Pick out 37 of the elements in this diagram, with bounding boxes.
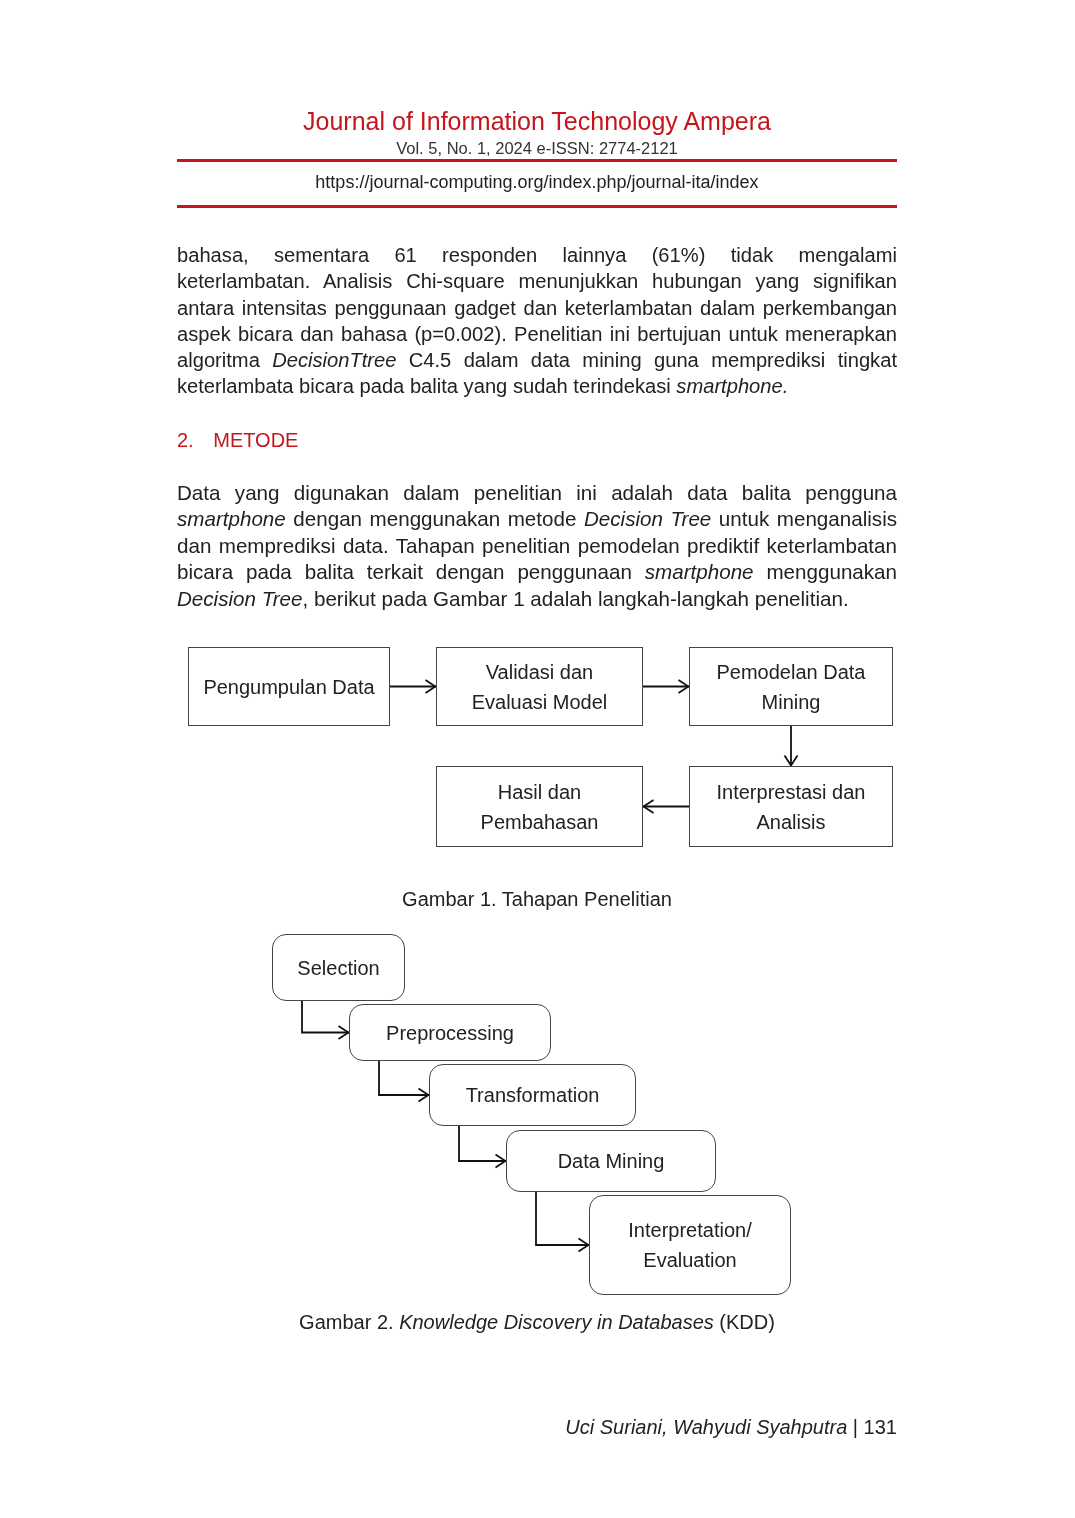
arrow: [642, 799, 690, 814]
journal-url: https://journal-computing.org/index.php/journal-ita/index: [315, 172, 759, 192]
step-label: Interpretation/ Evaluation: [627, 1218, 753, 1273]
step-box: [589, 1195, 791, 1295]
process-box: [689, 766, 893, 847]
figure-caption: Gambar 1. Tahapan Penelitian: [402, 888, 672, 910]
body-paragraph: bahasa, sementara 61 responden lainnya (61%) tidak mengalami keterlambatan. Analisis Chi-square menunjukkan hubungan yang signifikan antara intensitas penggunaan gadget dan keterlambatan dalam perkembangan aspek bicara dan bahasa (p=0.002). Penelitian ini bertujuan untuk menerapkan algoritma DecisionTtree C4.5 dalam data mining guna memprediksi tingkat keterlambata bicara pada balita yang sudah terindekasi smartphone.: [177, 244, 897, 398]
step-label: Data Mining: [557, 1149, 665, 1174]
journal-title: Journal of Information Technology Ampera: [303, 107, 771, 135]
step-label: Selection: [297, 955, 380, 981]
page-footer: Uci Suriani, Wahyudi Syahputra | 131: [565, 1416, 897, 1438]
step-label: Hasil dan Pembahasan: [479, 779, 600, 835]
process-box: [188, 647, 390, 726]
step-label: Transformation: [465, 1083, 600, 1108]
arrow: [301, 1000, 350, 1040]
arrow: [535, 1191, 590, 1253]
step-label: Preprocessing: [386, 1020, 514, 1046]
process-box: [436, 647, 643, 726]
figure-caption: Gambar 2. Knowledge Discovery in Databases (KDD): [299, 1311, 775, 1333]
body-paragraph: Data yang digunakan dalam penelitian ini adalah data balita pengguna smartphone dengan menggunakan metode Decision Tree untuk menganalisis dan memprediksi data. Tahapan penelitian pemodelan prediktif keterlambatan bicara pada balita terkait dengan penggunaan smartphone menggunakan Decision Tree, berikut pada Gambar 1 adalah langkah-langkah penelitian.: [177, 481, 897, 610]
arrow: [389, 679, 437, 694]
step-box: [429, 1064, 636, 1126]
arrow: [642, 679, 690, 694]
step-label: Interprestasi dan Analisis: [715, 779, 867, 835]
arrow: [458, 1125, 507, 1169]
step-label: Pengumpulan Data: [203, 674, 375, 700]
step-box: [272, 934, 405, 1001]
process-box: [436, 766, 643, 847]
process-box: [689, 647, 893, 726]
section-heading: 2. METODE: [177, 429, 299, 451]
step-box: [349, 1004, 551, 1061]
step-label: Pemodelan Data Mining: [715, 659, 867, 715]
step-label: Validasi dan Evaluasi Model: [470, 659, 609, 715]
arrow: [783, 725, 799, 767]
step-box: [506, 1130, 716, 1192]
arrow: [378, 1060, 430, 1103]
issue-info: Vol. 5, No. 1, 2024 e-ISSN: 2774-2121: [396, 139, 678, 157]
